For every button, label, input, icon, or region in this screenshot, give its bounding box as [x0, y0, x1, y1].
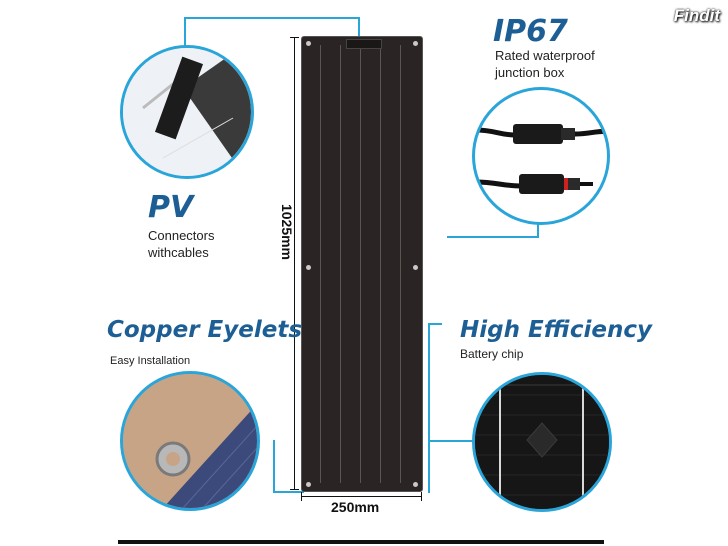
- pv-connector-image: [120, 45, 254, 179]
- height-dimension-tick-bottom: [290, 489, 299, 490]
- battery-chip-image: [472, 372, 612, 512]
- bottom-divider: [118, 540, 604, 544]
- ip67-connector-line-v: [537, 218, 539, 238]
- panel-busbar-1: [320, 45, 321, 483]
- junction-box: [346, 39, 382, 49]
- height-dimension-label: 1025mm: [279, 203, 295, 261]
- copper-eyelets-subtitle: Easy Installation: [110, 355, 191, 367]
- pv-connector-line-v2: [358, 17, 360, 37]
- pv-connector-line-v: [184, 17, 186, 53]
- copper-eyelets-title: Copper Eyelets: [107, 317, 303, 343]
- copper-connector-line-h: [273, 491, 304, 493]
- copper-connector-line-v: [273, 440, 275, 493]
- eyelet: [306, 41, 311, 46]
- pv-connector-line-h: [184, 17, 360, 19]
- height-dimension-line: [294, 37, 295, 489]
- width-dimension-line: [301, 496, 422, 497]
- eyelet: [306, 265, 311, 270]
- pv-title: PV: [148, 190, 194, 225]
- junction-box-image: [472, 87, 610, 225]
- solar-panel: [301, 36, 423, 492]
- eyelet: [306, 482, 311, 487]
- pv-connector-illustration: [123, 48, 251, 176]
- solar-cell-illustration: [475, 375, 609, 509]
- height-dimension-tick-top: [290, 37, 299, 38]
- mc4-connector-illustration: [475, 124, 607, 194]
- panel-busbar-3: [360, 45, 361, 483]
- eyelet: [413, 265, 418, 270]
- panel-busbar-4: [380, 45, 381, 483]
- width-dimension-tick-right: [421, 492, 422, 501]
- width-dimension-label: 250mm: [331, 499, 380, 515]
- copper-eyelet-image: [120, 371, 260, 511]
- efficiency-connector-line-v: [428, 323, 430, 493]
- pv-subtitle-1: Connectors: [148, 228, 215, 243]
- findit-watermark: Findit: [673, 6, 720, 25]
- panel-busbar-2: [340, 45, 341, 483]
- ip67-subtitle-2: junction box: [495, 65, 565, 80]
- panel-busbar-5: [400, 45, 401, 483]
- pv-subtitle-2: withcables: [148, 245, 209, 260]
- efficiency-connector-line-h: [428, 323, 442, 325]
- high-efficiency-subtitle: Battery chip: [460, 347, 524, 361]
- ip67-subtitle-1: Rated waterproof: [495, 48, 595, 63]
- width-dimension-tick-left: [301, 492, 302, 501]
- ip67-title: IP67: [493, 14, 568, 49]
- efficiency-connector-line-h2: [428, 440, 476, 442]
- eyelet: [413, 482, 418, 487]
- high-efficiency-title: High Efficiency: [460, 317, 652, 343]
- ip67-connector-line-h: [447, 236, 539, 238]
- copper-eyelet-illustration: [123, 374, 257, 508]
- eyelet: [413, 41, 418, 46]
